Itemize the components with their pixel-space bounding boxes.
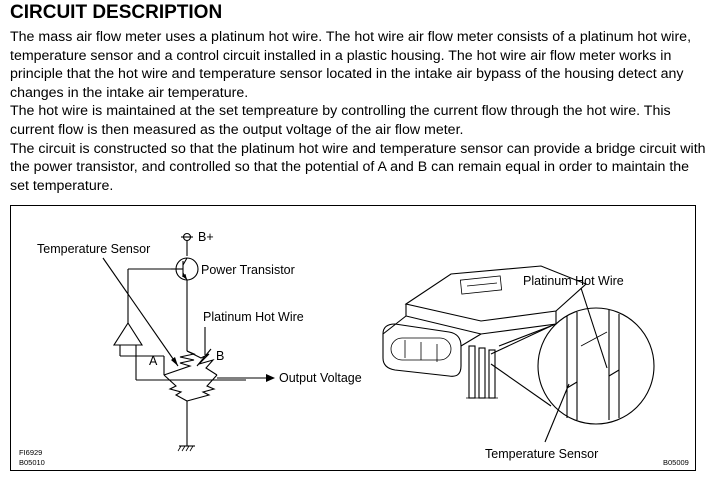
page-title: CIRCUIT DESCRIPTION: [10, 2, 223, 23]
sensor-temperature-sensor-label: Temperature Sensor: [485, 447, 598, 461]
platinum-hot-wire-label: Platinum Hot Wire: [203, 310, 304, 324]
circuit-figure: B+ Power Transistor: [10, 205, 696, 471]
figure-drawing: B+ Power Transistor: [19, 230, 689, 467]
power-transistor-symbol: [171, 257, 199, 281]
sensor-illustration: Platinum Hot Wire Temperature Sensor B05…: [382, 265, 689, 467]
paragraph-principle: The mass air flow meter uses a platinum …: [10, 29, 692, 101]
temperature-sensor-label: Temperature Sensor: [37, 242, 150, 256]
sensor-platinum-hot-wire-label: Platinum Hot Wire: [523, 274, 624, 288]
output-voltage-label: Output Voltage: [279, 371, 362, 385]
bridge-circuit: [163, 350, 218, 402]
supply-label: B+: [198, 230, 214, 244]
figure-code-top: FI6929: [19, 448, 42, 457]
sensor-figure-code: B05009: [663, 458, 689, 467]
amplifier-symbol: [112, 321, 144, 346]
figure-code-bottom: B05010: [19, 458, 45, 467]
detail-zoom-circle: [537, 307, 655, 425]
description-text: The mass air flow meter uses a platinum …: [10, 28, 710, 195]
power-transistor-label: Power Transistor: [201, 263, 295, 277]
node-b-label: B: [216, 349, 224, 363]
paragraph-bridge-circuit: The circuit is constructed so that the p…: [10, 140, 706, 194]
circuit-diagram: B+ Power Transistor: [19, 230, 362, 467]
node-a-label: A: [149, 354, 158, 368]
paragraph-hot-wire: The hot wire is maintained at the set te…: [10, 103, 671, 138]
